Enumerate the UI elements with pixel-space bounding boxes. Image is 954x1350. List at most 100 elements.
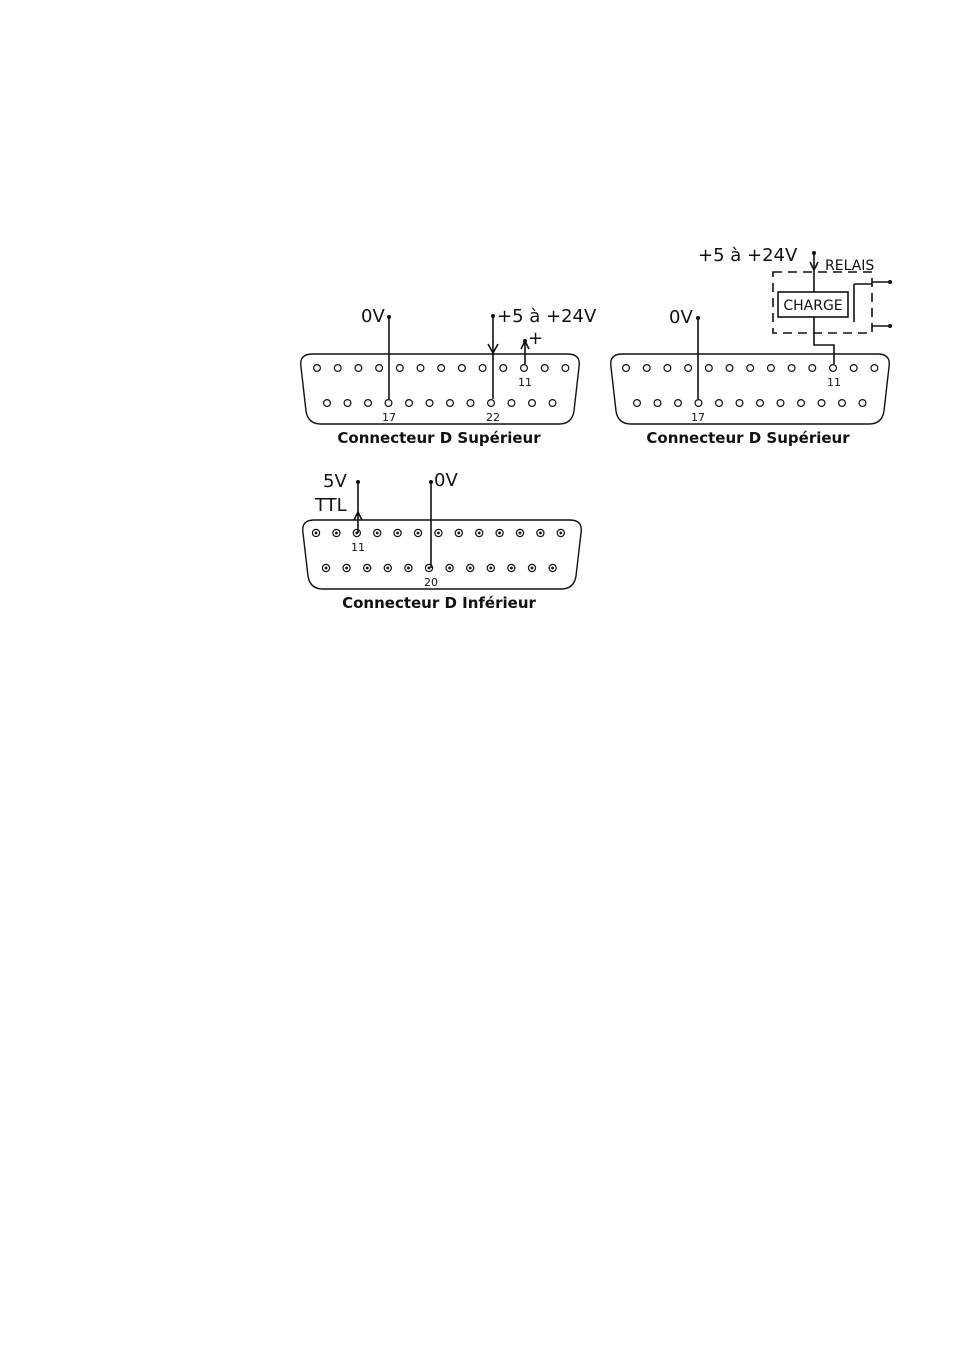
pin-hole (405, 399, 414, 408)
pin-hole-center (510, 566, 513, 570)
diagram-b: +5 à +24V RELAIS CHARGE 0V 11 17 Connect… (610, 245, 892, 447)
pin-hole (384, 399, 393, 408)
pin-hole (313, 364, 322, 373)
pin-hole-center (335, 531, 338, 535)
pin-hole (870, 364, 879, 373)
arrow-down-icon (809, 261, 819, 272)
label-5v: 5V (323, 471, 347, 492)
pin-hole-center (489, 566, 493, 570)
pin-hole (466, 399, 475, 408)
pin-hole (364, 399, 373, 408)
pin-hole-center (324, 566, 328, 570)
pin-hole (561, 364, 570, 373)
pin-label-11: 11 (351, 541, 365, 554)
label-ttl: TTL (314, 495, 347, 516)
pin-hole-center (448, 566, 451, 570)
pin-hole-center (559, 531, 563, 535)
connector-a-bottom-pins (323, 399, 557, 408)
pin-hole-center (386, 566, 390, 570)
relay-terminal-bottom (888, 324, 892, 328)
pin-hole (507, 399, 516, 408)
pin-hole-center (345, 566, 348, 570)
pin-hole (548, 399, 557, 408)
caption-b: Connecteur D Supérieur (646, 429, 850, 447)
pin-hole (621, 364, 630, 373)
pin-hole (457, 364, 466, 373)
pin-hole (849, 364, 858, 373)
pin-hole-center (457, 531, 461, 535)
pin-hole (704, 364, 713, 373)
load-box (777, 291, 849, 318)
diagram-a: 0V +5 à +24V + 11 17 22 Connecteur D Sup… (300, 306, 597, 447)
pin-hole-center (477, 531, 481, 535)
pin-hole-center (468, 566, 472, 570)
pin-label-20: 20 (424, 576, 438, 589)
diagram-c: 5V TTL 0V 11 20 Connecteur D Inférieur (302, 470, 582, 612)
terminal-supply (491, 314, 495, 318)
pin-hole (642, 364, 651, 373)
pin-hole (437, 364, 446, 373)
pin-hole (333, 364, 342, 373)
pin-hole (343, 399, 352, 408)
pin-hole (817, 399, 826, 408)
pin-hole (673, 399, 682, 408)
pin-hole (766, 364, 775, 373)
pin-hole (663, 364, 672, 373)
pin-hole (837, 399, 846, 408)
arrow-up-icon (353, 510, 363, 521)
connector-a-top-pins (313, 364, 570, 373)
pin-hole (858, 399, 867, 408)
label-0v: 0V (361, 306, 385, 327)
pin-hole-center (416, 531, 420, 535)
pin-hole-center (551, 566, 554, 570)
pin-hole (478, 364, 487, 373)
pin-hole (828, 364, 837, 373)
wire-load-to-pin (813, 317, 835, 364)
pin-hole (694, 399, 703, 408)
pin-hole (755, 399, 764, 408)
pin-hole (632, 399, 641, 408)
pin-hole (808, 364, 817, 373)
pin-hole (519, 364, 528, 373)
pin-label-11: 11 (518, 376, 532, 389)
pin-hole-center (498, 531, 501, 535)
pin-hole-center (396, 531, 399, 535)
pin-hole (375, 364, 384, 373)
pin-hole (796, 399, 805, 408)
pin-label-11: 11 (827, 376, 841, 389)
pin-hole-center (407, 566, 410, 570)
relay-enclosure (772, 271, 873, 334)
terminal-0v (696, 316, 700, 320)
pin-hole (714, 399, 723, 408)
terminal-0v (387, 315, 391, 319)
label-supply: +5 à +24V (497, 306, 597, 327)
pin-hole-center (539, 531, 542, 535)
pin-hole (487, 399, 496, 408)
label-load: CHARGE (783, 298, 842, 314)
pin-hole-center (518, 531, 522, 535)
label-relay: RELAIS (825, 258, 874, 274)
pin-hole-center (427, 566, 431, 570)
relay-terminal-top (888, 280, 892, 284)
pin-hole (395, 364, 404, 373)
pin-label-17: 17 (382, 411, 396, 424)
caption-a: Connecteur D Supérieur (337, 429, 541, 447)
connector-c-top-pins (311, 528, 566, 538)
label-0v: 0V (434, 470, 458, 491)
pin-label-17: 17 (691, 411, 705, 424)
pin-hole (499, 364, 508, 373)
pin-hole (735, 399, 744, 408)
pin-hole (425, 399, 434, 408)
label-plus: + (528, 328, 543, 349)
pin-hole (416, 364, 425, 373)
pin-hole (725, 364, 734, 373)
arrow-down-icon (487, 343, 499, 355)
pin-hole-center (314, 531, 318, 535)
pin-hole (787, 364, 796, 373)
label-supply: +5 à +24V (698, 245, 798, 266)
pin-hole (746, 364, 755, 373)
pin-hole (653, 399, 662, 408)
pin-hole (354, 364, 363, 373)
pin-hole-center (530, 566, 534, 570)
